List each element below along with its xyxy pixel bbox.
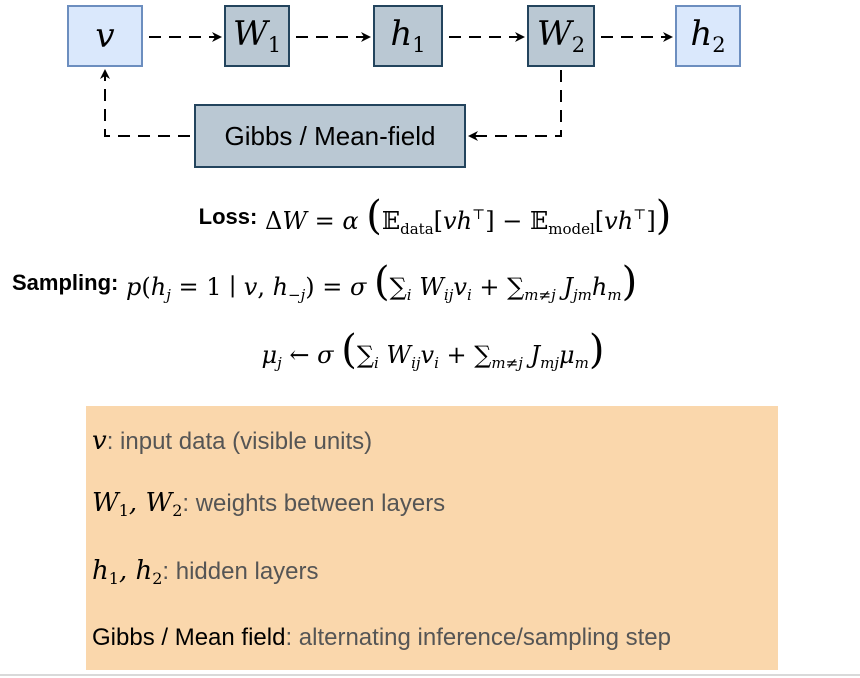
sampling-label: Sampling: bbox=[12, 270, 119, 295]
node-h1-label: h1 bbox=[390, 13, 426, 57]
legend-desc-weights: : weights between layers bbox=[182, 490, 446, 517]
legend-term-hidden: h1, h2 bbox=[92, 556, 163, 588]
legend-term-gibbs: Gibbs / Mean field bbox=[92, 624, 286, 651]
arrow-w2-gibbs bbox=[468, 70, 562, 141]
node-w2-label: W2 bbox=[536, 13, 586, 57]
bottom-divider bbox=[0, 674, 860, 676]
legend-box: v: input data (visible units) W1, W2: we… bbox=[86, 406, 778, 670]
arrow-gibbs-v bbox=[100, 69, 190, 137]
legend-item-hidden: h1, h2: hidden layers bbox=[92, 556, 319, 588]
node-h1: h1 bbox=[373, 5, 443, 67]
legend-item-weights: W1, W2: weights between layers bbox=[92, 488, 445, 520]
legend-term-weights: W1, W2 bbox=[92, 488, 183, 520]
node-h2-label: h2 bbox=[690, 13, 726, 57]
legend-desc-gibbs: : alternating inference/sampling step bbox=[285, 624, 671, 651]
legend-term-v: v bbox=[92, 426, 107, 456]
legend-item-v: v: input data (visible units) bbox=[92, 426, 372, 456]
node-w1-label: W1 bbox=[232, 13, 282, 57]
data-subscript: data bbox=[400, 220, 434, 238]
model-subscript: model bbox=[548, 220, 595, 238]
mean-field-equation: μj ← σ (∑i Wijvi + ∑m≠j Jmjμm) bbox=[261, 327, 605, 373]
legend-desc-hidden: : hidden layers bbox=[162, 558, 319, 585]
node-w2: W2 bbox=[527, 5, 595, 67]
legend-item-gibbs: Gibbs / Mean field: alternating inferenc… bbox=[92, 624, 671, 652]
node-v-label: v bbox=[95, 16, 115, 56]
node-w1: W1 bbox=[224, 5, 290, 67]
loss-equation: Loss: ΔW = α (𝔼data[vh⊤] − 𝔼model[vh⊤]) bbox=[198, 193, 672, 239]
node-v: v bbox=[67, 5, 143, 67]
sampling-equation: Sampling: p(hj = 1 ∣ v, h−j) = σ (∑i Wij… bbox=[12, 259, 638, 305]
node-gibbs: Gibbs / Mean-field bbox=[194, 104, 466, 168]
node-h2: h2 bbox=[675, 5, 741, 67]
loss-label: Loss: bbox=[198, 204, 258, 229]
legend-desc-v: : input data (visible units) bbox=[106, 428, 373, 455]
diagram-arrows bbox=[100, 32, 673, 141]
node-gibbs-label: Gibbs / Mean-field bbox=[224, 120, 436, 151]
